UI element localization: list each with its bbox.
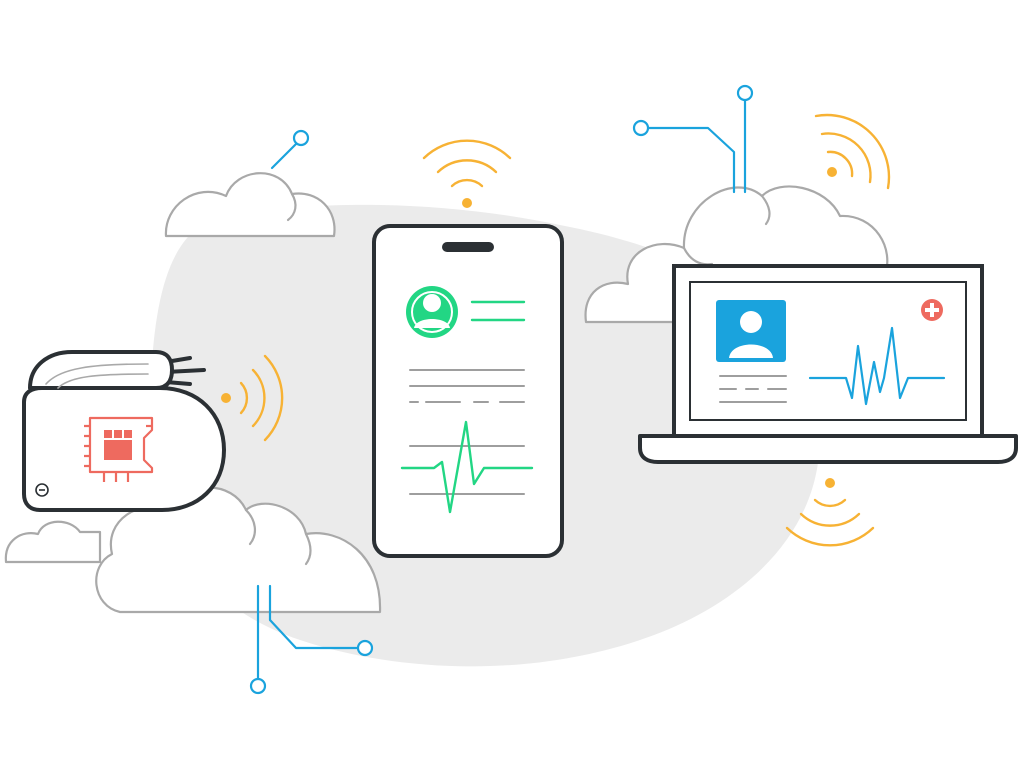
smartphone — [372, 224, 564, 558]
phone-speaker — [442, 242, 494, 252]
wifi-icon — [422, 139, 512, 208]
circuit-top-left — [270, 129, 310, 170]
heartbeat-icon — [808, 326, 946, 406]
wearable-device — [22, 350, 226, 512]
wifi-icon — [814, 113, 891, 190]
wifi-icon — [785, 478, 875, 547]
wifi-icon — [221, 354, 284, 442]
medical-cross-icon — [921, 299, 943, 321]
chip-icon — [84, 416, 154, 482]
user-avatar-icon — [406, 286, 458, 338]
cloud-left-small — [4, 520, 102, 564]
laptop — [638, 264, 1018, 464]
cloud-top-left — [164, 172, 336, 238]
cloud-bottom-left — [95, 486, 382, 614]
circuit-bottom — [249, 584, 374, 695]
heartbeat-icon — [400, 420, 534, 514]
circuit-top-right — [632, 84, 754, 194]
user-avatar-icon — [716, 300, 786, 362]
power-icon — [35, 483, 49, 497]
